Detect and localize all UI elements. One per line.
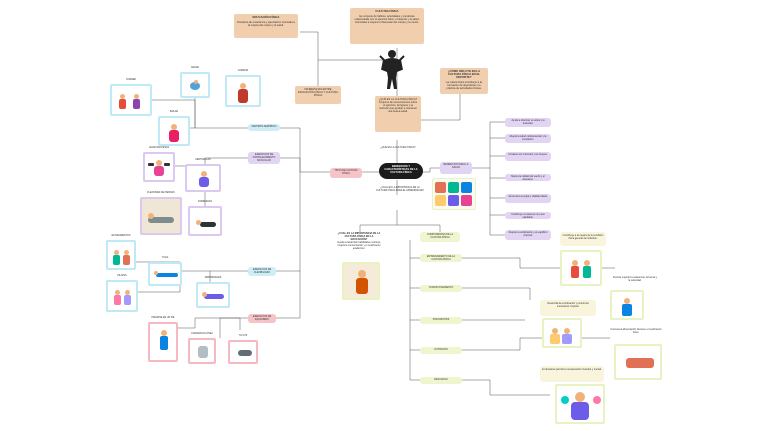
component-note: El descanso permite la recuperación musc…	[540, 366, 604, 382]
component-image	[614, 344, 662, 380]
card-caminar-label: CAMINAR	[237, 70, 249, 72]
education-node: EDUCACIÓN FÍSICA Disciplina de enseñanza…	[234, 14, 298, 38]
card-yoga: YOGA	[148, 257, 182, 286]
card-correr-label: CORRER	[126, 79, 136, 81]
bodybuilder-icon	[379, 50, 405, 89]
what-is-text: ¿QUÉ ES LA CULTURA FÍSICA? Conjunto de c…	[378, 98, 418, 114]
card-correr: CORRER	[110, 79, 152, 116]
component-image	[610, 290, 644, 320]
education-importance-title: ¿CUÁL ES LA IMPORTANCIA DE LA CULTURA FÍ…	[337, 232, 381, 242]
component-note: Una buena alimentación favorece el rendi…	[610, 328, 662, 335]
component-item: PSICOMOTRIZ	[420, 317, 462, 324]
card-estiramiento: ESTIRAMIENTOS	[106, 235, 136, 270]
culture-text: Es conjunto de hábitos, actividades y co…	[354, 15, 420, 25]
benefits-node: BENEFICIOS PARA LA SALUD	[440, 162, 472, 174]
card-pararse-label: PARARSE EN UN PIE	[151, 317, 175, 319]
athlete-figure	[378, 48, 406, 90]
differences-node: DIFERENCIAS ENTRE EDUCACIÓN FÍSICA Y CUL…	[295, 86, 341, 104]
component-image	[560, 250, 602, 286]
education-importance-text: Ayuda a desarrollar habilidades motrices…	[337, 241, 381, 251]
card-caminar: CAMINAR	[225, 70, 261, 107]
card-flexiones-label: FLEXIONES DE PIERNAS	[147, 192, 175, 194]
component-note: Desarrolla la coordinación y control del…	[540, 300, 596, 316]
card-dominadas: DOMINADAS	[188, 201, 222, 236]
card-caminar-linea-label: CAMINAR EN LÍNEA	[191, 333, 213, 335]
what-is-node: ¿QUÉ ES LA CULTURA FÍSICA? Conjunto de c…	[375, 96, 421, 132]
card-pararse: PARARSE EN UN PIE	[148, 317, 178, 362]
sport-influence-title: ¿CÓMO INFLUYE EN LA CULTURA FÍSICA EN EL…	[447, 69, 481, 80]
card-bailar: BAILAR	[158, 111, 190, 146]
card-abdominales-label: ABDOMINALES	[204, 277, 222, 279]
culture-title: CULTURA FÍSICA	[375, 9, 399, 13]
components-node: COMPONENTES DE LA CULTURA FÍSICA	[420, 232, 460, 242]
education-title: EDUCACIÓN FÍSICA	[252, 15, 280, 19]
types-node: TIPOS DE CULTURA FÍSICA	[330, 168, 362, 178]
card-flexiones: FLEXIONES DE PIERNAS	[140, 192, 182, 235]
card-pilates: PILATES	[106, 275, 138, 312]
benefit-item: Aumenta la energía y vitalidad diaria.	[505, 194, 551, 203]
component-item: CONDICIONAMIENTO	[420, 285, 462, 292]
card-sentadillas-label: SENTADILLAS	[195, 159, 211, 161]
branch-balance: EJERCICIOS DE EQUILIBRIO	[248, 314, 276, 323]
card-yoga-label: YOGA	[161, 257, 169, 259]
card-bailar-label: BAILAR	[169, 111, 179, 113]
card-abdominales: ABDOMINALES	[196, 277, 230, 308]
benefit-item: Mejora la coordinación y el equilibrio c…	[505, 230, 551, 240]
education-image	[342, 262, 380, 300]
branch-flexibility: EJERCICIOS DE FLEXIBILIDAD	[248, 267, 276, 276]
card-pilates-label: PILATES	[117, 275, 127, 277]
component-note: Permite mejorar la resistencia, la fuerz…	[613, 276, 657, 283]
benefit-item: Fortalece los músculos y los huesos.	[505, 152, 551, 161]
card-pesas: LEVANTAR PESAS	[143, 147, 175, 182]
center-title: ¿QUÉ ES LA CULTURA FÍSICA?	[380, 146, 416, 149]
benefit-item: Ayuda a disminuir el estrés y la ansieda…	[505, 118, 551, 127]
differences-label: DIFERENCIAS ENTRE EDUCACIÓN FÍSICA Y CUL…	[298, 88, 338, 98]
card-swim-label: NADAR	[190, 67, 200, 69]
card-sentadillas: SENTADILLAS	[185, 159, 221, 192]
component-image	[542, 318, 582, 348]
sport-influence-text: La cultura física contribuye a la formac…	[446, 81, 482, 91]
card-tai-chi-label: TAI CHI	[239, 335, 247, 337]
benefit-item: Mejora la salud cardiovascular y la circ…	[505, 134, 551, 143]
culture-node: CULTURA FÍSICA Es conjunto de hábitos, a…	[350, 8, 424, 44]
card-tai-chi: TAI CHI	[228, 335, 258, 364]
card-dominadas-label: DOMINADAS	[198, 201, 212, 203]
card-caminar-linea: CAMINAR EN LÍNEA	[188, 333, 216, 364]
component-note: Contribuye a la mejora de la condición f…	[560, 232, 606, 246]
benefits-infographic	[432, 178, 476, 210]
branch-aerobic: DEPORTE AERÓBICO	[248, 124, 280, 131]
sport-influence-node: ¿CÓMO INFLUYE EN LA CULTURA FÍSICA EN EL…	[440, 68, 488, 94]
component-item: NUTRICIÓN	[420, 347, 462, 354]
component-item: DESCANSO	[420, 377, 462, 384]
center-dark-node: BENEFICIOS Y CARACTERÍSTICAS DE LA CULTU…	[379, 163, 423, 179]
component-image	[555, 384, 605, 424]
importance-node: ¿CUÁL ES LA IMPORTANCIA DE LA CULTURA FÍ…	[376, 186, 424, 193]
card-pesas-label: LEVANTAR PESAS	[148, 147, 170, 149]
card-swim: NADAR	[180, 67, 210, 98]
branch-strength: EJERCICIOS DE FORTALECIMIENTO MUSCULAR	[248, 152, 280, 164]
education-text: Disciplina de enseñanza y ejercitación o…	[237, 21, 295, 28]
benefit-item: Contribuye a mantener un peso saludable.	[505, 212, 551, 219]
benefit-item: Mejora la calidad del sueño y el descans…	[505, 174, 551, 181]
education-importance-node: ¿CUÁL ES LA IMPORTANCIA DE LA CULTURA FÍ…	[336, 232, 382, 260]
card-estiramiento-label: ESTIRAMIENTOS	[111, 235, 131, 237]
component-item: ENTRENAMIENTO DE LA CULTURA FÍSICA	[420, 254, 462, 262]
